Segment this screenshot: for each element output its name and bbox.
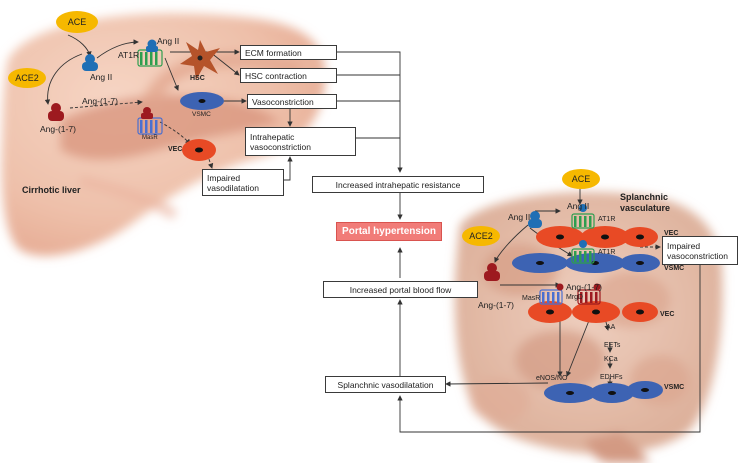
ang17-arrow-label: Ang-(1-7) [82, 96, 118, 106]
ace-enzyme-right: ACE [562, 169, 600, 189]
mrgd-splanchnic-label: MrgD [566, 294, 584, 301]
ang-ii-receptor-label: Ang II [157, 36, 180, 46]
vec-label-liver: VEC [168, 146, 183, 153]
mrgd-receptor-splanchnic [556, 283, 601, 305]
at1r-receptor [137, 39, 163, 67]
ang17-splanchnic-label: Ang-(1-7) [478, 300, 514, 310]
masr-receptor [137, 107, 163, 135]
impaired-vasoconstriction-line1: Impaired [667, 240, 701, 251]
impaired-vasoconstriction-box: Impaired vasoconstriction [662, 236, 738, 265]
ace2-enzyme-left: ACE2 [8, 68, 46, 88]
ecm-formation-text: ECM formation [245, 47, 302, 58]
masr-receptor-splanchnic [539, 289, 563, 305]
hsc-label: HSC [190, 75, 205, 82]
vsmc-label-liver: VSMC [192, 111, 211, 118]
vsmc-cells-mid [512, 253, 660, 273]
portal-hypertension-box: Portal hypertension [336, 222, 442, 241]
kca-label: KCa [604, 356, 618, 363]
hsc-contraction-box: HSC contraction [240, 68, 337, 83]
ang17-molecule [48, 103, 64, 121]
portal-hypertension-text: Portal hypertension [342, 225, 436, 237]
at1r-label: AT1R [118, 50, 140, 60]
masr-label-liver: MasR [142, 135, 158, 141]
vsmc-cell-liver [180, 92, 224, 110]
splanchnic-vasodilatation-box: Splanchnic vasodilatation [325, 376, 446, 393]
vec-top-label: VEC [664, 230, 679, 237]
enos-label: eNOS/NO [536, 375, 568, 382]
at1r-receptor-top [571, 204, 595, 229]
splanchnic-vasodilatation-text: Splanchnic vasodilatation [337, 379, 434, 390]
vsmc-bottom-label: VSMC [664, 384, 685, 391]
eets-label: EETs [604, 342, 621, 349]
hsc-cell [180, 40, 220, 80]
vec-cells-bottom [528, 301, 658, 323]
ecm-formation-box: ECM formation [240, 45, 337, 60]
ang-ii-label: Ang II [90, 72, 113, 82]
ang17-label: Ang-(1-7) [40, 124, 76, 134]
cirrhotic-liver-title: Cirrhotic liver [22, 185, 81, 195]
vsmc-cells-bottom [544, 381, 663, 403]
impaired-line1: Impaired [207, 172, 241, 183]
increased-resistance-text: Increased intrahepatic resistance [335, 179, 461, 190]
intrahepatic-line1: Intrahepatic [250, 131, 295, 142]
portal-blood-flow-box: Increased portal blood flow [323, 281, 478, 298]
ang-ii-molecule-splanchnic [528, 211, 542, 228]
at1r-receptor-mid [571, 240, 595, 264]
increased-resistance-box: Increased intrahepatic resistance [312, 176, 484, 193]
hsc-contraction-text: HSC contraction [245, 70, 307, 81]
impaired-vasoconstriction-line2: vasoconstriction [667, 250, 728, 261]
intrahepatic-vasoconstriction-box: Intrahepatic vasoconstriction [245, 127, 356, 156]
ace-enzyme-top: ACE [56, 11, 98, 33]
edhfs-label: EDHFs [600, 374, 623, 381]
ang-ii-left-label: Ang II [508, 212, 531, 222]
ang-ii-right-label: Ang II [567, 201, 590, 211]
splanchnic-title-line2: vasculature [620, 203, 671, 213]
vasoconstriction-box: Vasoconstriction [247, 94, 337, 109]
ang-ii-molecule [82, 54, 98, 71]
at1r-mid-label: AT1R [598, 249, 616, 256]
masr-splanchnic-label: MasR [522, 295, 541, 302]
ang17-mid-label: Ang-(1-7) [566, 282, 602, 292]
splanchnic-title-line1: Splanchnic [620, 192, 669, 202]
impaired-line2: vasodilatation [207, 182, 259, 193]
vec-cell-liver [182, 139, 216, 161]
vasoconstriction-text: Vasoconstriction [252, 96, 314, 107]
aa-label: AA [606, 324, 616, 331]
ace2-enzyme-right: ACE2 [462, 226, 500, 246]
intrahepatic-line2: vasoconstriction [250, 141, 311, 152]
vec-bottom-label: VEC [660, 311, 675, 318]
vec-cells-top [536, 226, 658, 248]
vsmc-mid-label: VSMC [664, 265, 685, 272]
at1r-top-label: AT1R [598, 216, 616, 223]
ang17-molecule-splanchnic [484, 263, 500, 281]
impaired-vasodilatation-box: Impaired vasodilatation [202, 169, 284, 196]
portal-blood-flow-text: Increased portal blood flow [349, 284, 452, 295]
